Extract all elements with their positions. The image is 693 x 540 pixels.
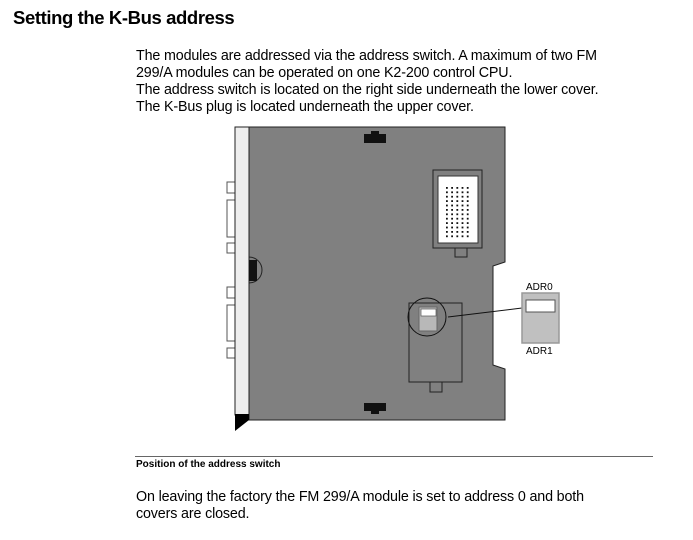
connector-pin bbox=[466, 195, 469, 198]
connector-pin bbox=[446, 204, 448, 207]
top-clip bbox=[364, 131, 386, 143]
connector-pin bbox=[451, 209, 453, 211]
intro-line: The address switch is located on the rig… bbox=[136, 82, 599, 98]
connector-pin bbox=[451, 187, 453, 189]
footer-line: covers are closed. bbox=[136, 506, 250, 522]
connector-pin bbox=[446, 213, 448, 216]
connector-pin bbox=[451, 213, 453, 216]
intro-paragraph: The modules are addressed via the addres… bbox=[136, 48, 599, 116]
bottom-clip bbox=[364, 403, 386, 414]
connector-pin bbox=[466, 231, 469, 233]
connector-pin bbox=[461, 187, 464, 189]
connector-pin bbox=[461, 217, 464, 220]
caption-divider bbox=[135, 456, 653, 457]
connector-pin bbox=[446, 200, 448, 202]
connector-pin bbox=[451, 195, 453, 198]
module-diagram: ADR0 ADR1 bbox=[226, 126, 560, 431]
callout-line bbox=[447, 307, 523, 318]
connector-pin bbox=[451, 204, 453, 207]
front-bezel bbox=[234, 126, 250, 416]
connector-pin bbox=[451, 191, 453, 194]
connector-pin bbox=[456, 235, 459, 238]
connector-pin bbox=[466, 217, 469, 220]
connector-pin bbox=[456, 209, 459, 211]
connector-pin bbox=[451, 226, 453, 229]
connector-pin bbox=[461, 195, 464, 198]
connector-pin bbox=[466, 213, 469, 216]
connector-pin bbox=[446, 195, 448, 198]
switch-label-adr0: ADR0 bbox=[526, 282, 553, 293]
connector-pin bbox=[446, 235, 448, 238]
connector-pin bbox=[446, 191, 448, 194]
connector-pin bbox=[451, 235, 453, 238]
connector-pin bbox=[446, 226, 448, 229]
connector-pin bbox=[456, 200, 459, 202]
connector-pin bbox=[466, 200, 469, 202]
connector-pin bbox=[451, 200, 453, 202]
switch-label-adr1: ADR1 bbox=[526, 346, 553, 357]
connector-pin bbox=[461, 235, 464, 238]
connector-pin bbox=[456, 187, 459, 189]
front-tabs bbox=[226, 181, 236, 359]
connector-pin bbox=[466, 191, 469, 194]
connector-pin bbox=[461, 204, 464, 207]
connector-pin bbox=[461, 226, 464, 229]
connector-pin bbox=[456, 231, 459, 233]
connector-pin bbox=[461, 191, 464, 194]
connector-pin bbox=[451, 222, 453, 224]
connector-pin bbox=[446, 217, 448, 220]
connector-pin bbox=[456, 195, 459, 198]
connector-pin bbox=[456, 217, 459, 220]
connector-pin bbox=[466, 187, 469, 189]
connector-pin bbox=[466, 235, 469, 238]
connector-pin bbox=[466, 204, 469, 207]
connector-pin bbox=[446, 222, 448, 224]
connector-pin bbox=[456, 213, 459, 216]
switch-cover bbox=[407, 297, 463, 393]
connector-pin bbox=[446, 231, 448, 233]
footer-paragraph: On leaving the factory the FM 299/A modu… bbox=[136, 489, 584, 523]
footer-line: On leaving the factory the FM 299/A modu… bbox=[136, 489, 584, 505]
figure-caption: Position of the address switch bbox=[136, 459, 281, 470]
intro-line: 299/A modules can be operated on one K2-… bbox=[136, 65, 513, 81]
connector-pin bbox=[456, 204, 459, 207]
connector-pin bbox=[451, 217, 453, 220]
connector-pin bbox=[466, 209, 469, 211]
connector-pin bbox=[461, 209, 464, 211]
connector-pin bbox=[461, 231, 464, 233]
connector-pin bbox=[461, 222, 464, 224]
kbus-connector bbox=[432, 169, 483, 258]
connector-pin bbox=[466, 226, 469, 229]
address-switch bbox=[521, 292, 560, 344]
page-title: Setting the K-Bus address bbox=[13, 7, 235, 28]
connector-pin bbox=[446, 187, 448, 189]
connector-pin bbox=[461, 213, 464, 216]
connector-pin bbox=[461, 200, 464, 202]
connector-pin bbox=[466, 222, 469, 224]
connector-pin bbox=[456, 226, 459, 229]
intro-line: The modules are addressed via the addres… bbox=[136, 48, 597, 64]
intro-line: The K-Bus plug is located underneath the… bbox=[136, 99, 474, 115]
connector-pin bbox=[456, 222, 459, 224]
latch-block bbox=[249, 260, 257, 281]
connector-pin bbox=[446, 209, 448, 211]
connector-pin bbox=[451, 231, 453, 233]
connector-pin bbox=[456, 191, 459, 194]
bezel-foot bbox=[235, 414, 249, 431]
